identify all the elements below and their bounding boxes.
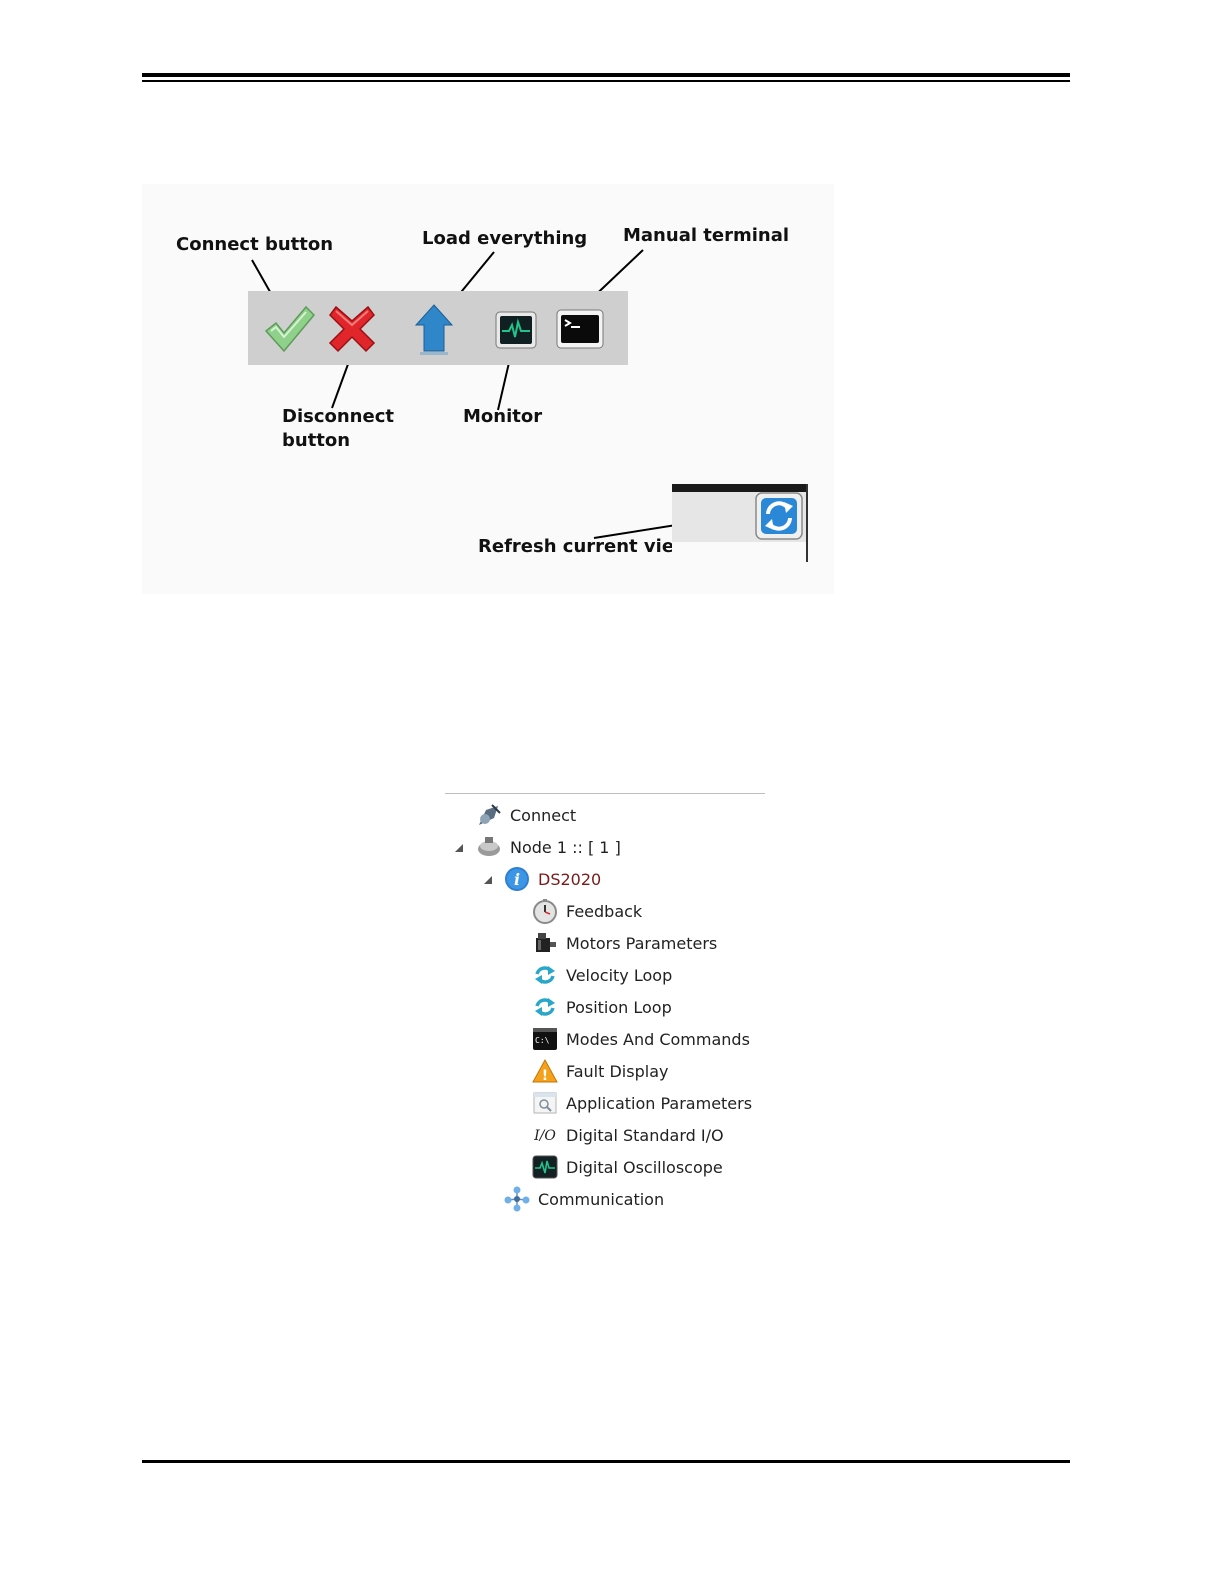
tree-item-motors-parameters[interactable]: Motors Parameters <box>532 930 717 956</box>
check-icon <box>264 305 316 353</box>
svg-text:i: i <box>514 870 520 889</box>
connect-button-callout: Connect button <box>176 234 334 255</box>
disconnect-callout-line1: Disconnect <box>282 406 394 427</box>
monitor-icon <box>495 311 537 349</box>
loop-icon <box>532 994 558 1020</box>
tree-label: Fault Display <box>566 1061 669 1081</box>
terminal-icon <box>556 309 604 349</box>
x-icon <box>328 305 376 353</box>
manual-terminal-button[interactable] <box>556 309 604 349</box>
info-icon: i <box>504 866 530 892</box>
disconnect-callout-line2: button <box>282 430 351 451</box>
load-everything-button[interactable] <box>414 303 454 357</box>
svg-text:I/O: I/O <box>533 1128 556 1144</box>
io-icon: I/O <box>532 1122 558 1148</box>
tree-label: Digital Standard I/O <box>566 1125 724 1145</box>
connect-icon <box>476 802 502 828</box>
monitor-callout: Monitor <box>463 406 543 427</box>
tree-label: Communication <box>538 1189 665 1209</box>
toolbar-figure: Connect button Load everything Manual te… <box>142 184 834 594</box>
tree-item-application-parameters[interactable]: Application Parameters <box>532 1090 752 1116</box>
tree-label: Modes And Commands <box>566 1029 750 1049</box>
app-params-icon <box>532 1090 558 1116</box>
node-icon <box>476 834 502 860</box>
refresh-button[interactable] <box>755 492 803 540</box>
oscilloscope-icon <box>532 1154 558 1180</box>
tree-label: Node 1 :: [ 1 ] <box>510 837 621 857</box>
tree-label: Motors Parameters <box>566 933 718 953</box>
tree-item-fault-display[interactable]: ! Fault Display <box>532 1058 668 1084</box>
tree-item-connect[interactable]: Connect <box>476 802 576 828</box>
tree-item-modes-and-commands[interactable]: C:\ Modes And Commands <box>532 1026 750 1052</box>
refresh-icon <box>761 498 797 534</box>
refresh-toolbar-strip <box>672 484 808 562</box>
tree-item-communication[interactable]: Communication <box>504 1186 664 1212</box>
tree-item-velocity-loop[interactable]: Velocity Loop <box>532 962 672 988</box>
tree-label: Application Parameters <box>566 1093 753 1113</box>
tree-item-feedback[interactable]: Feedback <box>532 898 642 924</box>
tree-item-digital-standard-io[interactable]: I/O Digital Standard I/O <box>532 1122 724 1148</box>
connect-button[interactable] <box>262 303 316 355</box>
tree-label: Velocity Loop <box>566 965 673 985</box>
svg-text:!: ! <box>542 1068 548 1084</box>
warning-icon: ! <box>532 1058 558 1084</box>
load-everything-callout: Load everything <box>422 228 588 249</box>
tree-label: DS2020 <box>538 869 602 889</box>
toolbar <box>248 291 628 365</box>
svg-text:C:\: C:\ <box>535 1036 550 1045</box>
tree-label: Digital Oscilloscope <box>566 1157 723 1177</box>
tree-label: Connect <box>510 805 577 825</box>
header-rule-thin <box>142 80 1070 82</box>
project-tree: Connect Node 1 :: [ 1 ] i DS2020 Feedbac… <box>445 793 765 1223</box>
tree-divider <box>445 793 765 794</box>
tree-label: Position Loop <box>566 997 672 1017</box>
manual-terminal-callout: Manual terminal <box>623 225 790 246</box>
tree-item-digital-oscilloscope[interactable]: Digital Oscilloscope <box>532 1154 723 1180</box>
tree-item-position-loop[interactable]: Position Loop <box>532 994 672 1020</box>
monitor-button[interactable] <box>495 311 537 349</box>
header-rule-thick <box>142 73 1070 77</box>
communication-icon <box>504 1186 530 1212</box>
arrow-up-icon <box>414 304 454 355</box>
refresh-callout: Refresh current view <box>478 536 691 557</box>
motor-icon <box>532 930 558 956</box>
tree-item-ds2020[interactable]: i DS2020 <box>504 866 601 892</box>
tree-item-node1[interactable]: Node 1 :: [ 1 ] <box>476 834 621 860</box>
console-icon: C:\ <box>532 1026 558 1052</box>
expander-node1[interactable] <box>454 843 464 853</box>
feedback-icon <box>532 898 558 924</box>
disconnect-button[interactable] <box>328 305 376 353</box>
footer-rule <box>142 1460 1070 1463</box>
expander-ds2020[interactable] <box>483 875 493 885</box>
tree-label: Feedback <box>566 901 643 921</box>
loop-icon <box>532 962 558 988</box>
